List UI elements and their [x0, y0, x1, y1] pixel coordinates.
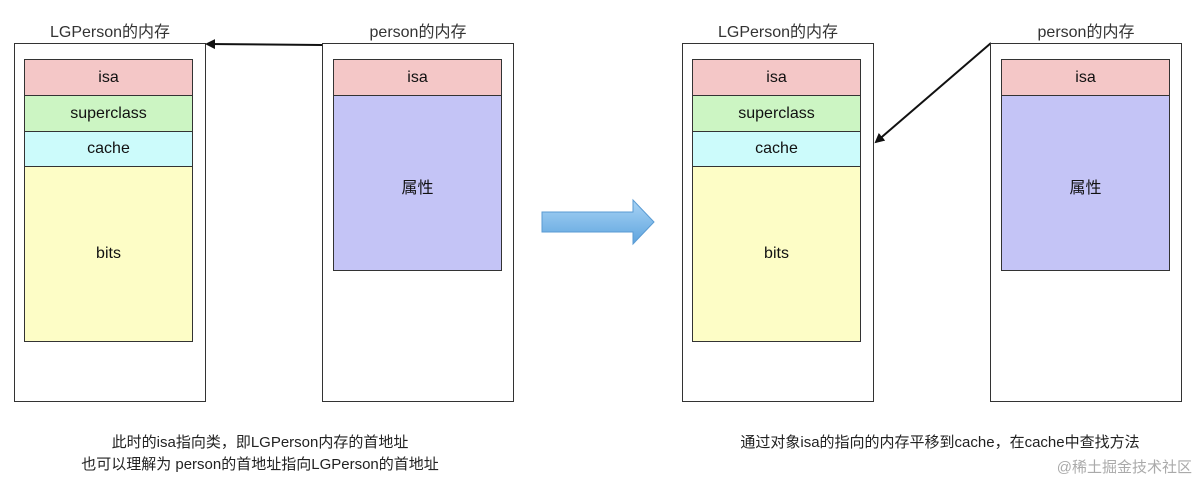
right-class-cache-cell: cache — [692, 131, 861, 167]
right-class-superclass-cell: superclass — [692, 95, 861, 132]
left-caption-line1: 此时的isa指向类，即LGPerson内存的首地址 — [111, 434, 409, 451]
right-class-title: LGPerson的内存 — [717, 24, 839, 41]
left-class-bits-cell: bits — [24, 166, 193, 342]
right-caption: 通过对象isa的指向的内存平移到cache，在cache中查找方法 — [740, 434, 1140, 451]
left-class-title: LGPerson的内存 — [49, 24, 171, 41]
right-instance-title: person的内存 — [1037, 24, 1135, 41]
left-class-isa-cell: isa — [24, 59, 193, 96]
left-instance-isa-cell: isa — [333, 59, 502, 96]
left-isa-pointer-arrow — [205, 39, 323, 50]
watermark: @稀土掘金技术社区 — [1056, 459, 1192, 476]
right-instance-properties-cell: 属性 — [1001, 95, 1170, 271]
transition-arrow-icon — [541, 198, 655, 246]
left-instance-title: person的内存 — [369, 24, 467, 41]
right-instance-isa-cell: isa — [1001, 59, 1170, 96]
left-class-cache-cell: cache — [24, 131, 193, 167]
left-instance-properties-cell: 属性 — [333, 95, 502, 271]
right-class-bits-cell: bits — [692, 166, 861, 342]
right-cache-pointer-arrow — [874, 42, 992, 144]
left-caption-line2: 也可以理解为 person的首地址指向LGPerson的首地址 — [81, 456, 439, 473]
right-class-isa-cell: isa — [692, 59, 861, 96]
